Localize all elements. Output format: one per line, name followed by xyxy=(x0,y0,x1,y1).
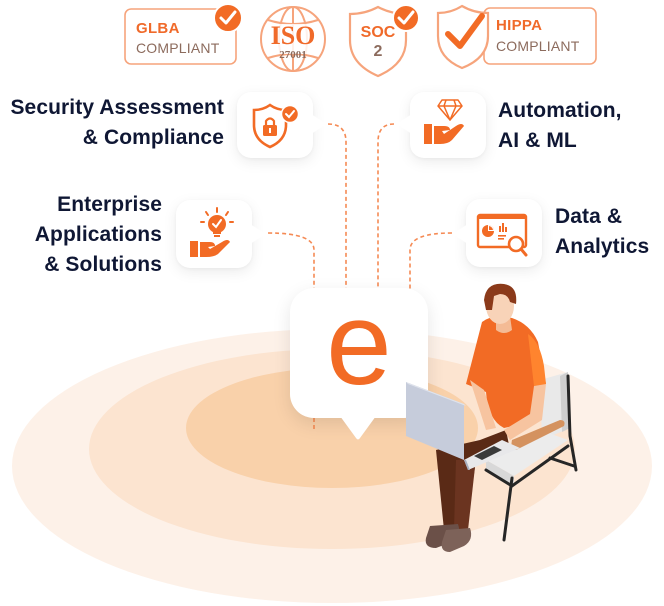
badge-soc2: SOC 2 xyxy=(346,4,416,80)
dashboard-magnifier-icon xyxy=(476,213,528,257)
service-enterprise-line1: Enterprise xyxy=(57,193,162,216)
connector-data xyxy=(409,232,453,290)
badge-iso-subtitle: 27001 xyxy=(279,49,307,61)
card-pointer xyxy=(311,114,327,134)
service-enterprise-line3: & Solutions xyxy=(44,253,162,276)
connector-enterprise xyxy=(267,232,315,290)
badge-hippa-subtitle: COMPLIANT xyxy=(496,38,580,54)
card-pointer xyxy=(396,114,412,134)
service-security-line1: Security Assessment xyxy=(10,96,224,119)
service-card-data[interactable] xyxy=(466,199,542,267)
service-card-security[interactable] xyxy=(237,92,313,158)
badge-soc2-subtitle: 2 xyxy=(373,43,383,60)
brand-logo-card[interactable]: e xyxy=(290,278,428,418)
logo-card-pointer xyxy=(340,416,376,440)
hand-lightbulb-icon xyxy=(190,207,234,257)
service-data-line2: Analytics xyxy=(555,235,650,258)
badge-glba-subtitle: COMPLIANT xyxy=(136,40,220,56)
service-enterprise-line2: Applications xyxy=(34,223,162,246)
hand-diamond-icon xyxy=(424,99,464,144)
badge-glba-title: GLBA xyxy=(136,20,180,37)
brand-logo-icon: e xyxy=(326,278,392,410)
badge-soc2-title: SOC xyxy=(360,24,396,41)
shield-lock-icon xyxy=(252,103,300,149)
service-label-data: Data & Analytics xyxy=(555,202,664,262)
service-card-automation[interactable] xyxy=(410,92,486,158)
badge-hippa-title: HIPPA xyxy=(496,17,543,34)
shield-check-icon xyxy=(445,13,485,49)
service-security-line2: & Compliance xyxy=(82,126,224,149)
check-circle-icon xyxy=(392,4,420,32)
card-pointer xyxy=(250,224,266,244)
service-label-automation: Automation, AI & ML xyxy=(498,96,664,156)
service-label-security: Security Assessment & Compliance xyxy=(0,93,224,153)
badge-frame xyxy=(124,8,237,65)
service-data-line1: Data & xyxy=(555,205,623,228)
chair xyxy=(484,372,578,542)
check-circle-icon xyxy=(213,3,243,33)
badge-glba: GLBA COMPLIANT xyxy=(124,8,237,65)
badge-iso-title: ISO xyxy=(270,21,316,50)
connector-security xyxy=(327,123,347,290)
service-automation-line1: Automation, xyxy=(498,99,622,122)
service-automation-line2: AI & ML xyxy=(498,129,577,152)
badge-iso: ISO 27001 xyxy=(258,4,328,74)
connector-lines xyxy=(267,123,453,430)
badge-frame xyxy=(436,4,597,70)
service-card-enterprise[interactable] xyxy=(176,200,252,268)
globe-icon xyxy=(260,6,326,72)
person-laptop-illustration xyxy=(406,283,578,552)
connector-automation xyxy=(377,123,395,290)
badge-hippa: HIPPA COMPLIANT xyxy=(436,4,598,70)
card-pointer xyxy=(452,224,468,244)
service-label-enterprise: Enterprise Applications & Solutions xyxy=(0,190,162,280)
